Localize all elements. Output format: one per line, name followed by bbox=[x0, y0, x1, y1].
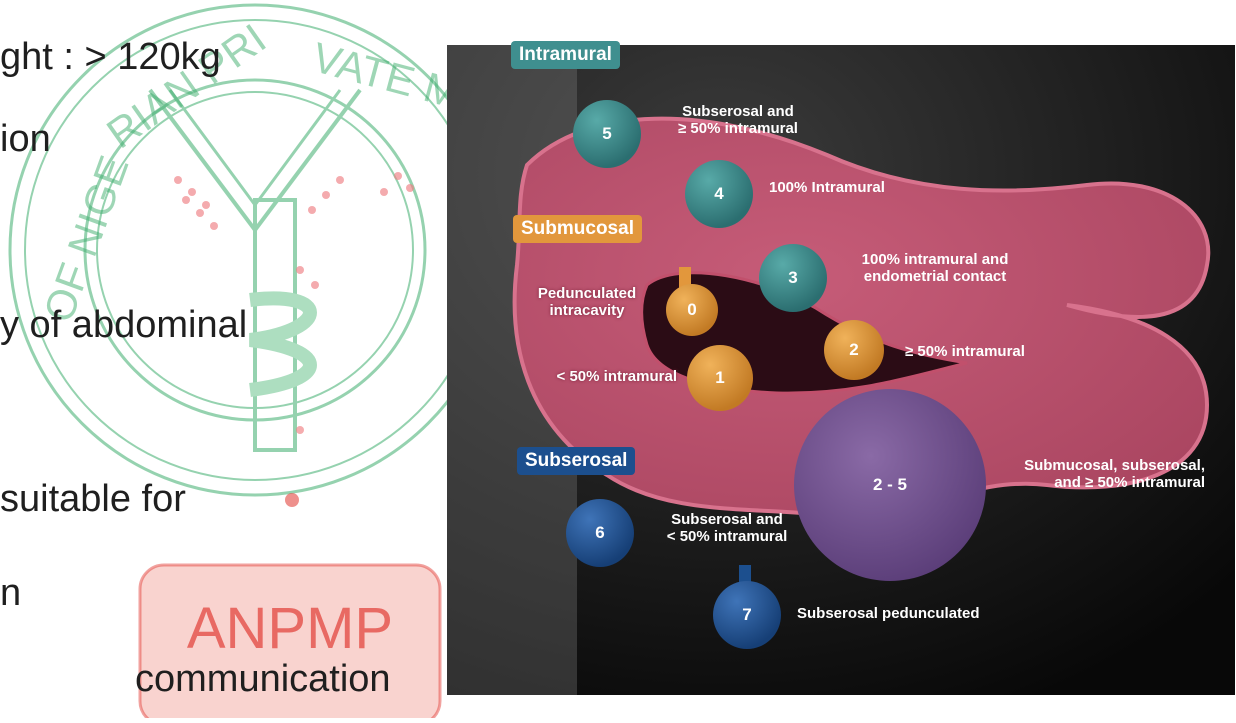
fibroid-desc-1: < 50% intramural bbox=[556, 368, 677, 385]
fibroid-desc-0: Pedunculated intracavity bbox=[537, 285, 637, 319]
fibroid-desc-2-5: Submucosal, subserosal, and ≥ 50% intram… bbox=[1024, 457, 1205, 491]
category-tag-submucosal: Submucosal bbox=[513, 215, 642, 243]
fibroid-number-0: 0 bbox=[687, 300, 697, 319]
bullet-weight: ght : > 120kg bbox=[0, 36, 221, 78]
fibroid-number-5: 5 bbox=[602, 124, 612, 143]
fibroid-desc-2: ≥ 50% intramural bbox=[905, 343, 1025, 360]
fibroid-number-3: 3 bbox=[788, 268, 798, 287]
fibroid-desc-3: 100% intramural and endometrial contact bbox=[861, 251, 1009, 285]
fibroid-desc-5: Subserosal and ≥ 50% intramural bbox=[678, 103, 798, 137]
bullet-ion: ion bbox=[0, 118, 51, 160]
bullet-abdominal: y of abdominal bbox=[0, 304, 248, 346]
diagram-graphic bbox=[447, 45, 1235, 695]
fibroid-desc-6: Subserosal and < 50% intramural bbox=[666, 511, 788, 545]
fibroid-number-1: 1 bbox=[715, 368, 725, 387]
bullet-n: n bbox=[0, 572, 22, 614]
category-tag-intramural: Intramural bbox=[511, 41, 620, 69]
figo-fibroid-diagram: Intramural Submucosal Subserosal 5 4 3 0… bbox=[447, 41, 1235, 695]
fibroid-number-6: 6 bbox=[595, 523, 605, 542]
fibroid-number-2-5: 2 - 5 bbox=[872, 475, 908, 494]
bullet-suitable: suitable for bbox=[0, 478, 186, 520]
fibroid-desc-7: Subserosal pedunculated bbox=[797, 605, 980, 622]
slide-bullet-list: ght : > 120kg ion y of abdominal suitabl… bbox=[0, 0, 460, 718]
bullet-communication: communication bbox=[135, 658, 391, 700]
svg-text:ANPMP: ANPMP bbox=[187, 596, 393, 661]
fibroid-desc-4: 100% Intramural bbox=[769, 179, 885, 196]
category-tag-subserosal: Subserosal bbox=[517, 447, 636, 475]
fibroid-number-7: 7 bbox=[742, 605, 752, 624]
fibroid-number-4: 4 bbox=[714, 184, 724, 203]
fibroid-number-2: 2 bbox=[849, 340, 859, 359]
